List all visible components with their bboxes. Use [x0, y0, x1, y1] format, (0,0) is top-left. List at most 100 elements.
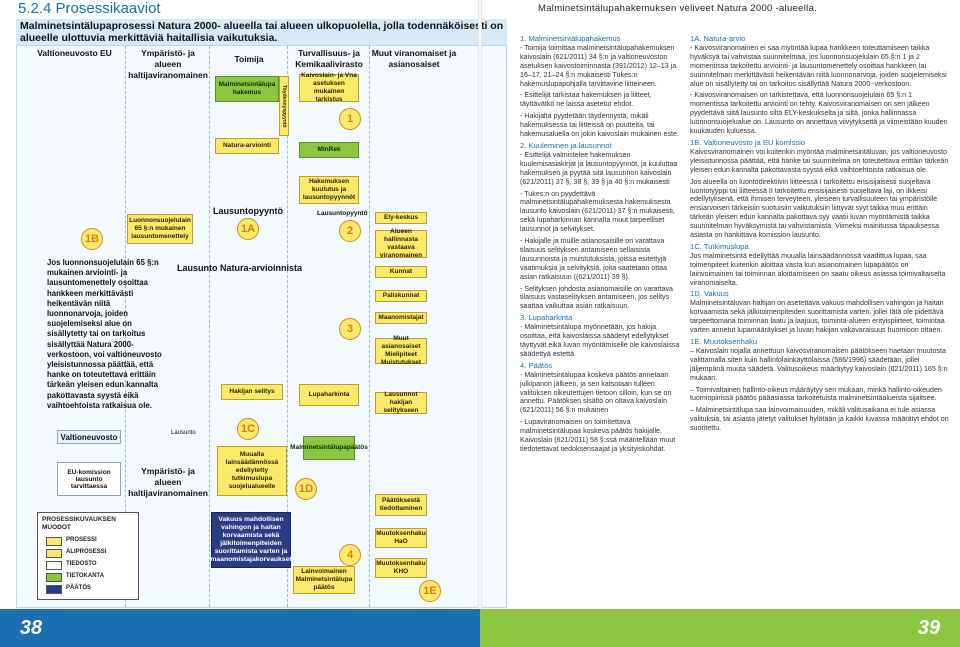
step-marker: 1 [339, 108, 361, 130]
step-marker: 1E [419, 580, 441, 602]
column-header: Valtioneuvosto EU [37, 48, 112, 58]
paragraph: Jos malminetsintä edellyttää muualla lai… [690, 251, 946, 287]
legend-swatch [46, 585, 62, 594]
lane-divider [369, 46, 370, 607]
box-lainvoimainen: Lainvoimainen Malminetsintälupa päätös [293, 566, 355, 594]
box-lausunnot-hakijan: Lausunnot hakijan selitykseen [375, 391, 427, 414]
process-chart: Valtioneuvosto EU Ympäristö- ja alueen h… [16, 45, 507, 608]
right-page-title: Malminetsintälupahakemuksen veliveet Nat… [538, 3, 818, 14]
box-muutoksenhaku-hao: Muutoksenhaku HaO [375, 528, 427, 548]
column-header: Muut viranomaiset ja asianosaiset [371, 48, 457, 69]
box-ely-keskus: Ely-keskus [375, 212, 427, 224]
paragraph: - Kaivosviranomaisen on tarkistettava, e… [690, 91, 948, 136]
footer-bar-left [62, 609, 480, 647]
section-heading: 1B. Valtioneuvosto ja EU komissio [690, 137, 806, 147]
section-heading: 4. Päätös [520, 360, 553, 370]
paragraph: - Toimija toimittaa malminetsintälupahak… [520, 43, 677, 88]
legend-label: TIEDOSTO [66, 561, 97, 567]
section-heading: 1D. Vakuus [690, 289, 729, 299]
box-alueen-hallinnasta: Alueen hallinnasta vastaava viranomainen [375, 228, 427, 259]
step-marker: 1A [237, 218, 259, 240]
page-gutter [478, 0, 482, 609]
legend-label: ALIPROSESSI [66, 549, 107, 555]
page-number-left: 38 [0, 609, 62, 647]
box-taydennyspyynto: Täydennyspyyntö [279, 76, 289, 136]
step-marker: 1C [237, 418, 259, 440]
section-title: 5.2.4 Prosessikaaviot [18, 0, 161, 17]
column-header: Ympäristö- ja alueen haltijaviranomainen [128, 48, 208, 80]
paragraph: Malminetsintäluvan haltijan on asetettav… [690, 299, 945, 335]
step-marker: 4 [339, 544, 361, 566]
box-muutoksenhaku-kho: Muutoksenhaku KHO [375, 558, 427, 578]
paragraph: – Toimivaltainen hallinto-oikeus määräyt… [690, 385, 942, 403]
box-muut-asianosaiset: Muut asianosaiset Mielipiteet Muistutuks… [375, 335, 427, 366]
lane-divider [125, 46, 126, 607]
paragraph: – Malminetsintälupa saa lainvoimaisuuden… [690, 406, 949, 433]
legend-label: PROSESSI [66, 537, 97, 543]
box-kunnat: Kunnat [375, 266, 427, 278]
paragraph: - Esittelijä tarkistaa hakemuksen ja lii… [520, 91, 652, 109]
paragraph: Kaivosviranomainen voi kuitenkin myöntää… [690, 147, 949, 174]
paragraph: - Malminetsintälupa myönnetään, jos haki… [520, 323, 680, 358]
step-marker: 1D [295, 478, 317, 500]
natura-note: Jos luonnonsuojelulain 65 §:n mukainen a… [47, 258, 162, 410]
section-heading: 1C. Tutkimuslupa [690, 241, 749, 251]
footer-bar-right [480, 609, 898, 647]
legend-title: PROSESSIKUVAUKSEN MUODOT [42, 516, 116, 531]
box-hakijan-selitys: Hakijan selitys [221, 384, 283, 400]
label-lausuntopyynto: Lausuntopyyntö [213, 206, 283, 216]
box-kaivoslain-vna: Kaivoslain- ja Vna asetuksen mukainen ta… [299, 72, 359, 103]
paragraph: - Lupaviranomaisen on toimitettava malmi… [520, 418, 676, 453]
legend-label: PÄÄTÖS [66, 585, 92, 591]
box-paliskunnat: Paliskunnat [375, 290, 427, 302]
label-lausunto-natura: Lausunto Natura-arvioinnista [177, 263, 303, 273]
box-minrek: MinRek [299, 142, 359, 158]
paragraph: - Kaivosviranomainen ei saa myöntää lupa… [690, 43, 947, 88]
paragraph: - Hakijalle ja muille asianosaisille on … [520, 237, 668, 281]
box-muualla-lainsaadannossa: Muualla lainsäädännössä edellytetty tutk… [217, 446, 287, 496]
section-heading: 3. Lupaharkinta [520, 313, 573, 323]
step-marker: 3 [339, 318, 361, 340]
paragraph: - Malminetsintälupaa koskeva päätös anne… [520, 370, 672, 415]
legend-swatch [46, 573, 62, 582]
paragraph: - Esittelijä valmistelee hakemuksen kuul… [520, 150, 678, 186]
lane-divider [209, 46, 210, 607]
box-eu-komission: EU-komission lausunto tarvittaessa [57, 462, 121, 496]
box-vakuus: Vakuus mahdollisen vahingon ja haitan ko… [210, 512, 292, 568]
label-lausuntopyynto: Lausuntopyyntö [317, 210, 368, 217]
box-natura-arviointi: Natura-arviointi [215, 138, 279, 154]
legend-swatch [46, 549, 62, 558]
paragraph: - Selityksen johdosta asianomaisille on … [520, 284, 673, 311]
step-marker: 2 [339, 220, 361, 242]
text-column-1: 1. Malminetsintälupahakemus- Toimija toi… [520, 33, 680, 457]
box-hakemuksen-kuulutus: Hakemuksen kuulutus ja lausuntopyynnöt [299, 176, 359, 204]
legend-label: TIETOKANTA [66, 573, 105, 579]
lane-divider [287, 46, 288, 607]
section-heading: 1. Malminetsintälupahakemus [520, 34, 621, 43]
box-paatoksesta: Päätöksestä tiedottaminen [375, 494, 427, 516]
column-header: Toimija [234, 54, 264, 64]
page-number-right: 39 [898, 609, 960, 647]
box-malminetsintalupapaatos: Malminetsintälupapäätös [290, 436, 368, 460]
paragraph: Jos alueella on luontodirektiivin liitte… [690, 177, 940, 240]
section-heading: 2. Kuuleminen ja lausunnot [520, 140, 612, 150]
legend-swatch [46, 561, 62, 570]
chart-caption: Malminetsintälupaprosessi Natura 2000- a… [20, 20, 504, 44]
step-marker: 1B [81, 228, 103, 250]
paragraph: – Kaivoslain nojalla annettuun kaivosvir… [690, 346, 948, 382]
column-header: Turvallisuus- ja Kemikaalivirasto [295, 48, 363, 69]
legend-swatch [46, 537, 62, 546]
paragraph: - Tukes:n on pyydettävä malminetsintälup… [520, 189, 675, 234]
box-malminetsintalupahakemus: Malminetsintälupa hakemus [215, 76, 279, 102]
label-lausunto: Lausunto [171, 430, 196, 436]
box-luonnonsuojelulain: Luonnonsuojelulain 65 §:n mukainen lausu… [127, 214, 193, 244]
caption-bar [16, 19, 507, 45]
section-heading: 1E. Muutoksenhaku [690, 337, 758, 346]
box-valtioneuvosto: Valtioneuvosto [57, 430, 121, 444]
column-header-bottom: Ympäristö- ja alueen haltijaviranomainen [128, 466, 208, 498]
legend: PROSESSIKUVAUKSEN MUODOT PROSESSI ALIPRO… [37, 512, 139, 600]
box-maanomistajat: Maanomistajat [375, 312, 427, 324]
text-column-2: 1A. Natura-arvio- Kaivosviranomainen ei … [690, 33, 952, 436]
section-heading: 1A. Natura-arvio [690, 34, 746, 43]
box-lupaharkinta: Lupaharkinta [299, 384, 359, 406]
